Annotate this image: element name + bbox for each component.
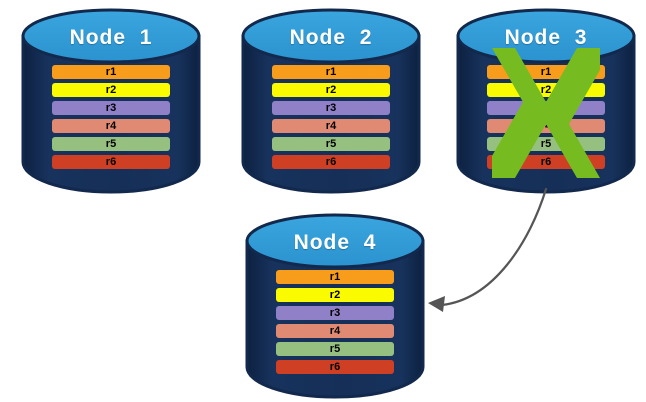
node-cylinder-3[interactable]: Node 3 r1 r2 r3 r4 r5 r6 (455, 6, 637, 194)
row-stack: r1 r2 r3 r4 r5 r6 (272, 65, 390, 173)
node-cylinder-4[interactable]: Node 4 r1 r2 r3 r4 r5 r6 (244, 211, 426, 399)
replication-arrow (428, 187, 548, 312)
row-bar[interactable]: r5 (276, 342, 394, 356)
row-bar[interactable]: r2 (276, 288, 394, 302)
row-bar[interactable]: r6 (52, 155, 170, 169)
row-bar[interactable]: r4 (276, 324, 394, 338)
row-bar[interactable]: r3 (52, 101, 170, 115)
node-cylinder-2[interactable]: Node 2 r1 r2 r3 r4 r5 r6 (240, 6, 422, 194)
row-stack: r1 r2 r3 r4 r5 r6 (276, 270, 394, 378)
row-bar[interactable]: r1 (52, 65, 170, 79)
node-cylinder-1[interactable]: Node 1 r1 r2 r3 r4 r5 r6 (20, 6, 202, 194)
row-bar[interactable]: r2 (272, 83, 390, 97)
row-bar[interactable]: r2 (52, 83, 170, 97)
row-bar[interactable]: r4 (52, 119, 170, 133)
row-bar[interactable]: r4 (272, 119, 390, 133)
failure-cross-icon (492, 48, 600, 178)
row-bar[interactable]: r3 (276, 306, 394, 320)
row-stack: r1 r2 r3 r4 r5 r6 (52, 65, 170, 173)
row-bar[interactable]: r5 (52, 137, 170, 151)
row-bar[interactable]: r5 (272, 137, 390, 151)
row-bar[interactable]: r1 (272, 65, 390, 79)
row-bar[interactable]: r6 (272, 155, 390, 169)
row-bar[interactable]: r1 (276, 270, 394, 284)
row-bar[interactable]: r3 (272, 101, 390, 115)
row-bar[interactable]: r6 (276, 360, 394, 374)
